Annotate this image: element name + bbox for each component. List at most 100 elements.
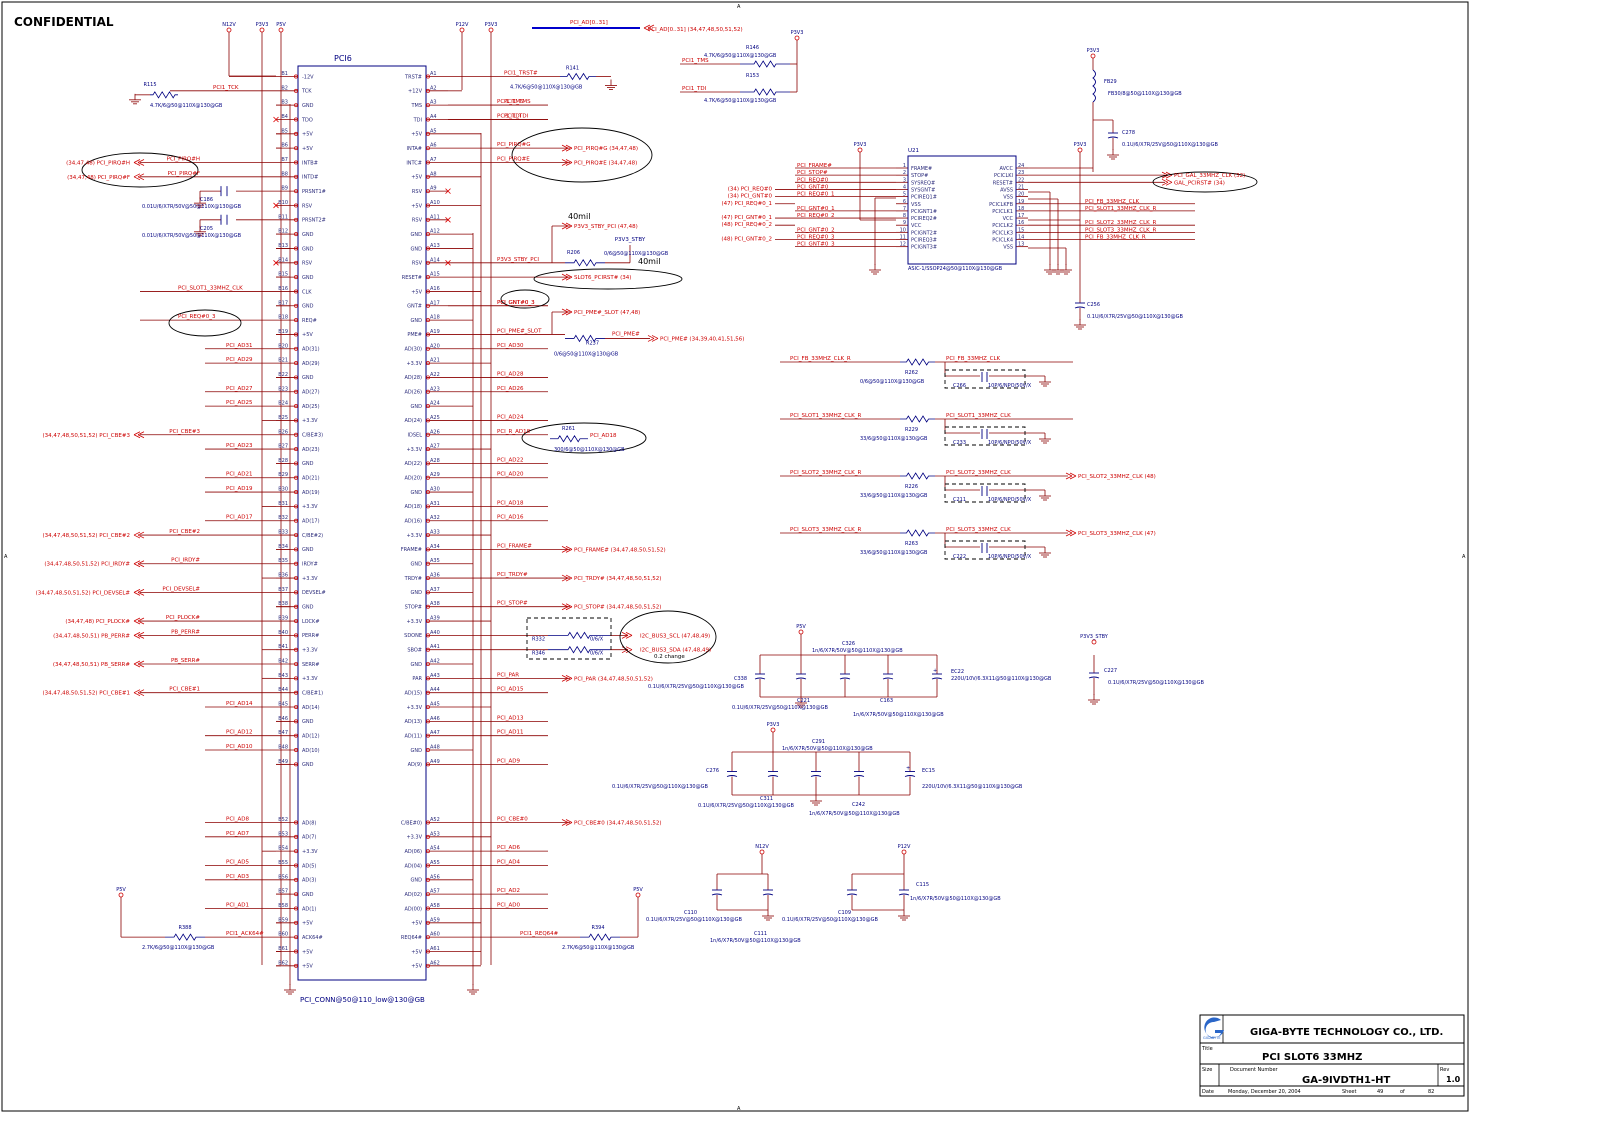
net-label: PCI_GNT#0_3 — [497, 300, 535, 306]
pin-name: RSV — [302, 261, 313, 267]
port-arrow-pme — [647, 335, 659, 342]
pin-bubble — [426, 318, 430, 323]
pin-name: AD(04) — [404, 863, 422, 869]
pin-name: +5V — [411, 289, 422, 295]
i2c-option-box — [526, 617, 612, 660]
pin-number: A5 — [430, 128, 437, 134]
clk-r-ref: R262 — [905, 370, 918, 376]
no-connect-mark — [445, 217, 451, 223]
c186-ref: C186 — [200, 197, 213, 203]
u21-pin-name: STOP# — [911, 173, 928, 179]
pin-bubble — [426, 935, 430, 940]
pin-number: A11 — [430, 214, 440, 220]
c115-ref: C115 — [916, 882, 929, 888]
pin-name: AD(13) — [404, 719, 422, 725]
clk-out-net: PCI_SLOT1_33MHZ_CLK — [946, 413, 1011, 419]
port-arrow-left — [133, 660, 145, 668]
pin-bubble — [294, 303, 298, 308]
net-label: PCI_AD27 — [226, 386, 253, 392]
rail-p3v3-fb29-label: P3V3 — [1087, 48, 1100, 54]
u21-pin-name: VSS — [1003, 245, 1013, 251]
pin-bubble — [294, 633, 298, 638]
net-label: PCI_STOP# — [497, 601, 528, 607]
net-label: P3V3_STBY_PCI — [497, 257, 539, 263]
resistor-r141 — [560, 72, 596, 81]
pin-bubble — [294, 246, 298, 251]
pin-name: +3.3V — [406, 835, 422, 841]
pin-bubble — [426, 447, 430, 452]
u21-pin-name: PCIREQ3# — [911, 238, 937, 244]
confidential-label: CONFIDENTIAL — [14, 15, 114, 29]
pin-name: RSV — [412, 218, 423, 224]
company-name: GIGA-BYTE TECHNOLOGY CO., LTD. — [1250, 1027, 1443, 1038]
pin-bubble — [426, 375, 430, 380]
pin-bubble — [294, 475, 298, 480]
pin-name: AD(15) — [404, 690, 422, 696]
electrolytic-ec15-plate — [904, 775, 916, 777]
c242-ref: C242 — [852, 802, 865, 808]
pin-number: A58 — [430, 903, 440, 909]
u21-pin-number: 19 — [1018, 199, 1024, 205]
offpage-port: (34,47,48) PCI_PIRQ#F — [67, 175, 130, 181]
pin-bubble — [426, 849, 430, 854]
pin-bubble — [294, 834, 298, 839]
clk-out-net: PCI_SLOT3_33MHZ_CLK — [946, 527, 1011, 533]
pin-bubble — [294, 877, 298, 882]
no-connect-mark — [445, 260, 451, 266]
rail-p5v — [278, 27, 284, 33]
c109-value: 0.1U/6/X7R/25V@50@110X@130@GB — [782, 917, 878, 923]
pin-name: LOCK# — [302, 619, 320, 625]
offpage-port: PCI_FRAME# (34,47,48,50,51,52) — [574, 547, 666, 553]
pin-bubble — [294, 289, 298, 294]
pin-number: B36 — [278, 573, 288, 579]
clk-in-net: PCI_SLOT3_33MHZ_CLK_R — [790, 527, 861, 533]
clk-c-ref: C233 — [953, 440, 966, 446]
net-label: PCI_AD8 — [226, 817, 250, 823]
pin-bubble — [294, 461, 298, 466]
pin-name: +3.3V — [406, 619, 422, 625]
pin-number: B11 — [278, 214, 288, 220]
pin-number: B49 — [278, 759, 288, 765]
pin-name: AD(28) — [404, 375, 422, 381]
pin-bubble — [294, 647, 298, 652]
net-label: PCI1_TRST# — [504, 71, 538, 77]
pin-name: AD(30) — [404, 347, 422, 353]
pin-name: GND — [411, 562, 423, 568]
net-label: PCI_SLOT1_33MHZ_CLK — [178, 285, 243, 291]
rail-p5v-decap-label: P5V — [796, 624, 806, 630]
u21-offpage-port: (34) PCI_REQ#0 — [728, 186, 773, 192]
no-connect-mark — [273, 202, 279, 209]
pin-bubble — [426, 88, 430, 93]
pin-bubble — [294, 963, 298, 968]
pin-name: AD(8) — [302, 820, 316, 826]
pin-name: SDONE — [404, 633, 422, 639]
c276-ref: C276 — [706, 768, 719, 774]
pin-name: TDI — [413, 117, 422, 123]
port-arrow-left — [133, 617, 145, 625]
pin-name: AD(06) — [404, 849, 422, 855]
u21-pin-number: 5 — [903, 192, 906, 198]
rail-p3v3-u21-right — [1077, 147, 1083, 153]
port-arrow-right — [561, 574, 573, 582]
net-label: PCI_CBE#3 — [169, 429, 200, 435]
pin-number: A42 — [430, 659, 440, 665]
width-note-b: 40mil — [638, 257, 660, 266]
port-arrow-right — [561, 603, 573, 611]
pin-number: B28 — [278, 458, 288, 464]
r115-ref: R115 — [143, 82, 156, 88]
net-label: PCI_AD19 — [226, 486, 253, 492]
pin-number: A60 — [430, 932, 440, 938]
pin-name: AD(5) — [302, 863, 316, 869]
capacitor-plate — [898, 893, 910, 896]
pin-name: RSV — [302, 203, 313, 209]
port-arrow-bus — [643, 24, 655, 32]
pin-number: B24 — [278, 401, 288, 407]
pin-name: +3.3V — [302, 418, 318, 424]
pin-bubble — [426, 561, 430, 566]
pin-number: A3 — [430, 100, 437, 106]
clk-c-value: 10P/6/NPO/50V/X — [988, 440, 1032, 446]
net-label: PCI_AD16 — [497, 515, 524, 521]
bus-port: PCI_AD[0..31] (34,47,48,50,51,52) — [648, 27, 743, 33]
capacitor-plate — [795, 677, 807, 680]
pin-name: SERR# — [302, 662, 319, 668]
